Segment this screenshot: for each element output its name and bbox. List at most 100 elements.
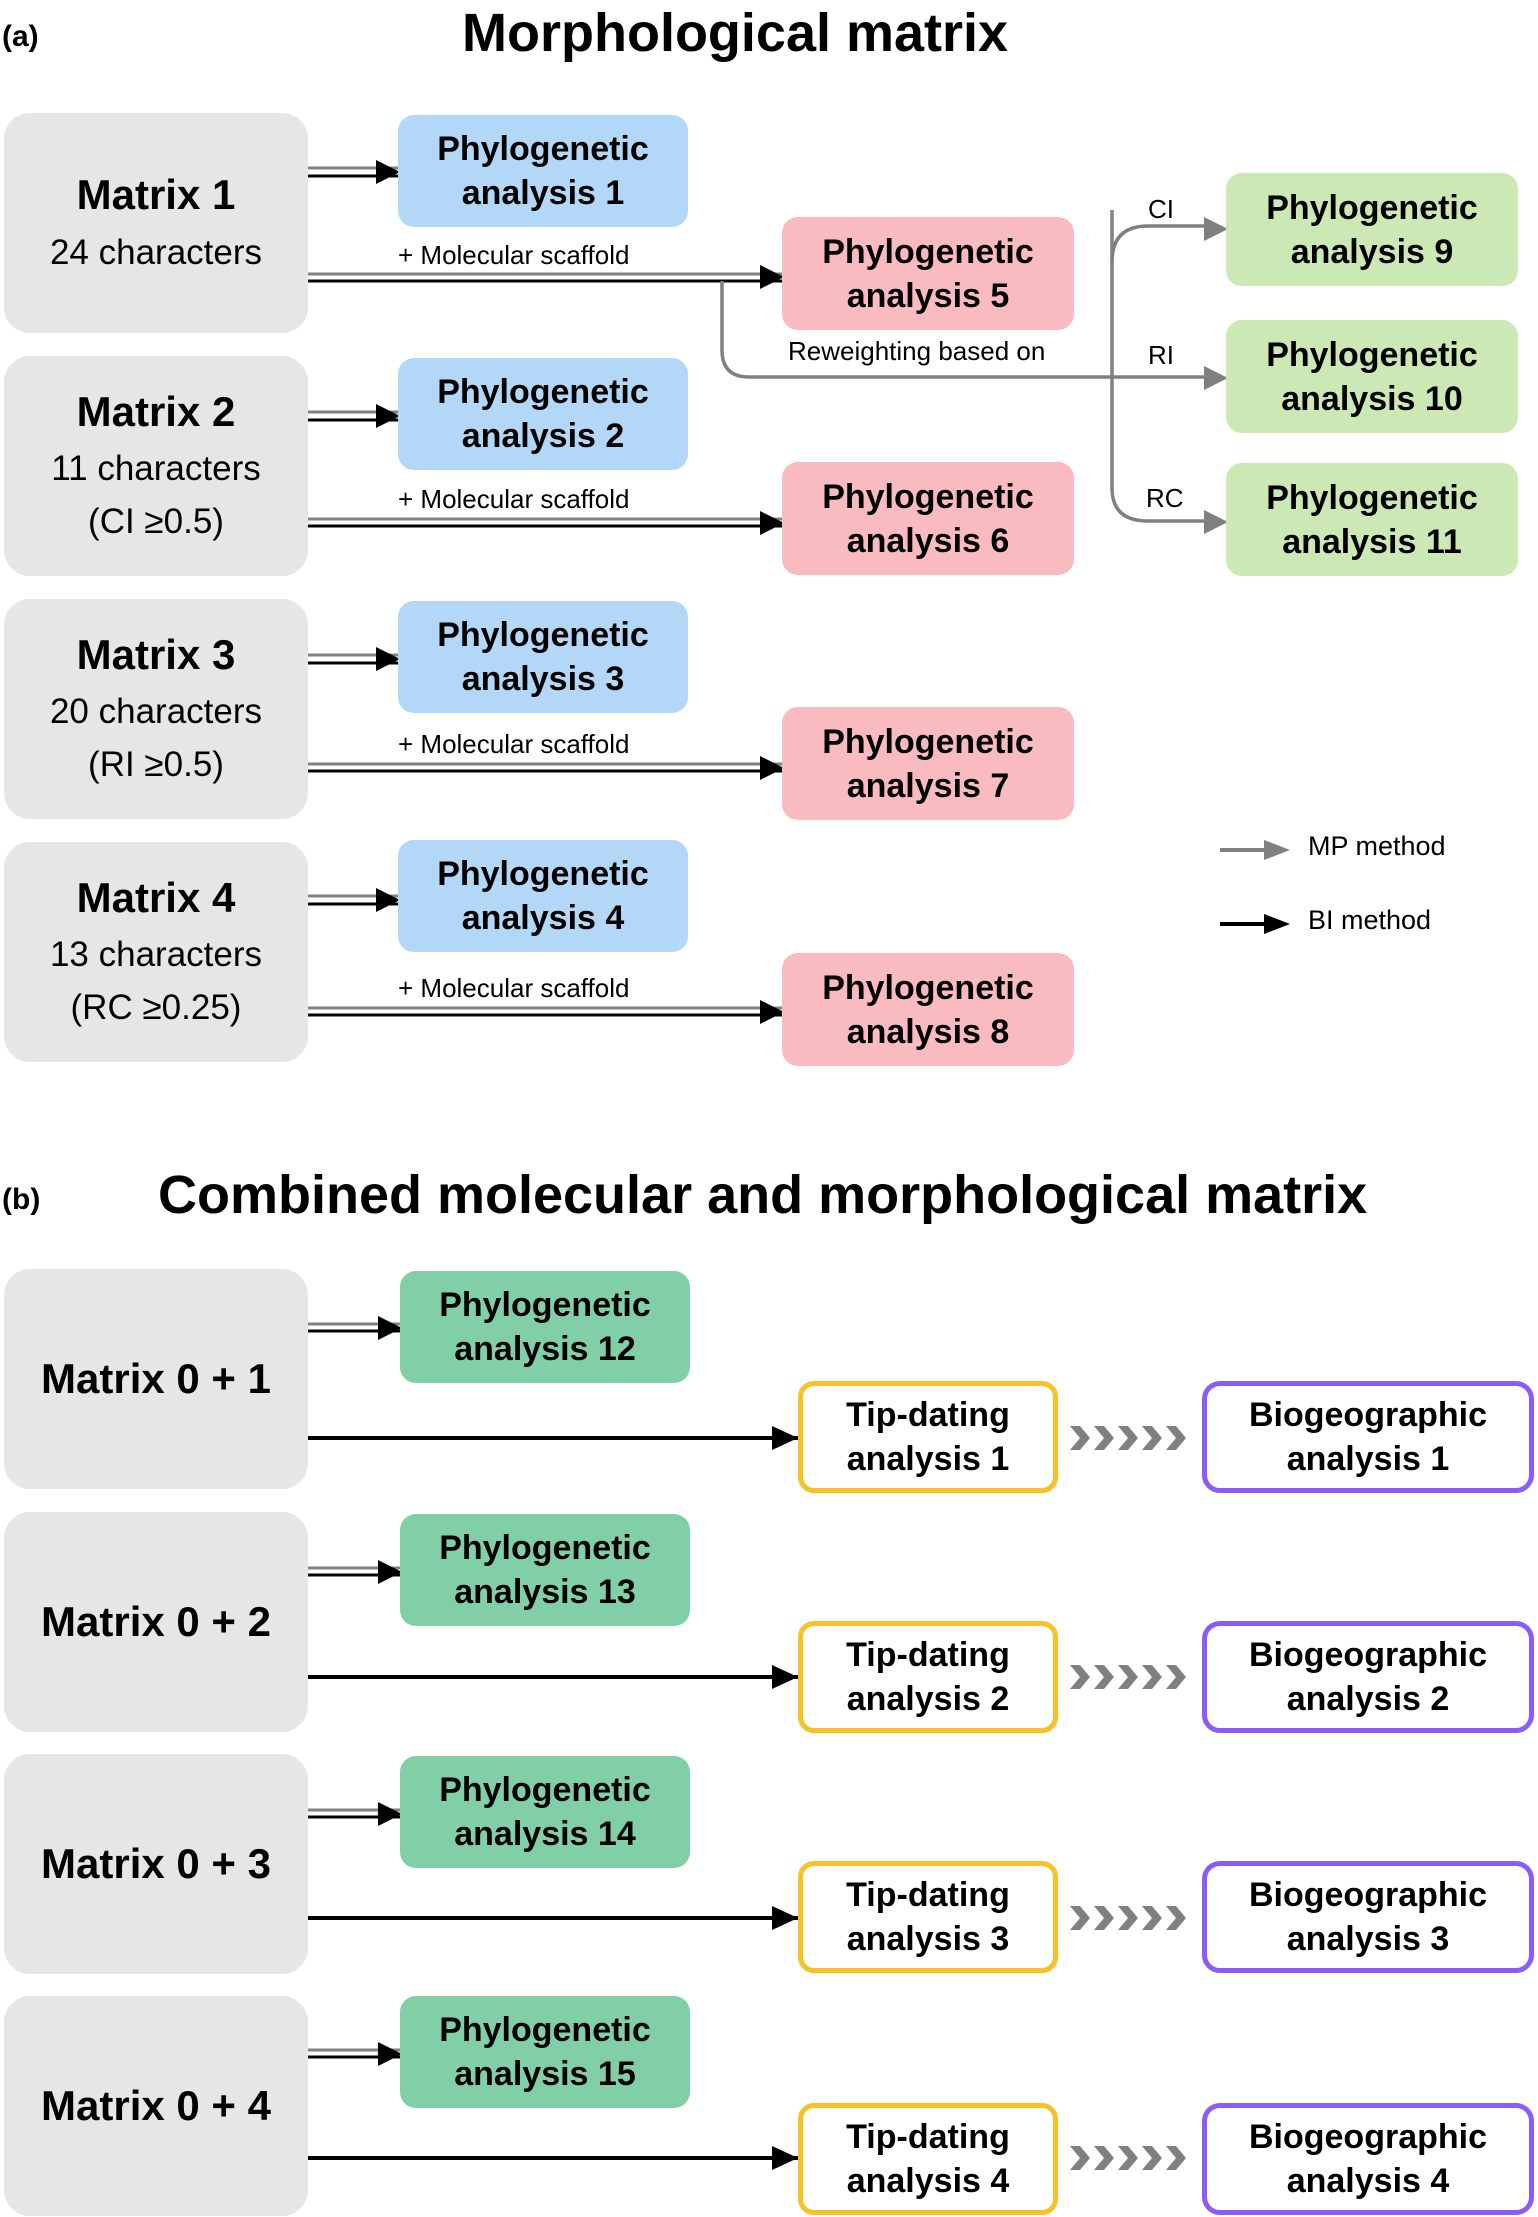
tip-dating-analysis-3: Tip-dating analysis 3 <box>798 1861 1058 1973</box>
legend-mp-label: MP method <box>1308 831 1446 861</box>
analysis-label-line2: analysis 9 <box>1290 232 1454 271</box>
scaffold-arrowhead-2 <box>760 511 784 535</box>
matrix-3-title: Matrix 3 <box>76 630 236 678</box>
analysis-label-line1: Phylogenetic <box>822 477 1034 516</box>
arrowhead-4 <box>376 888 400 912</box>
phylogenetic-analysis-11: Phylogenetic analysis 11 <box>1226 463 1518 576</box>
phylogenetic-analysis-10: Phylogenetic analysis 10 <box>1226 320 1518 433</box>
matrix-2-box: Matrix 2 11 characters (CI ≥0.5) <box>4 356 308 576</box>
analysis-label-line2: analysis 4 <box>1286 2162 1450 2200</box>
matrix-0-3-title: Matrix 0 + 3 <box>41 1839 271 1887</box>
analysis-label-line1: Phylogenetic <box>437 373 649 411</box>
phylogenetic-analysis-12: Phylogenetic analysis 12 <box>400 1271 690 1383</box>
matrix-1-box: Matrix 1 24 characters <box>4 113 308 333</box>
matrix-4-box: Matrix 4 13 characters (RC ≥0.25) <box>4 842 308 1062</box>
analysis-label-line1: Tip-dating <box>846 1636 1010 1674</box>
phylogenetic-analysis-13: Phylogenetic analysis 13 <box>400 1514 690 1626</box>
analysis-label-line2: analysis 2 <box>461 417 625 455</box>
combined-arrowhead-3 <box>378 1802 402 1826</box>
matrix-0-2-box: Matrix 0 + 2 <box>4 1512 308 1732</box>
chevron-icon <box>1142 1665 1162 1689</box>
panel-b-title: Combined molecular and morphological mat… <box>158 1165 1368 1225</box>
analysis-label-line2: analysis 12 <box>454 1330 636 1368</box>
analysis-label-line2: analysis 11 <box>1282 522 1462 561</box>
combined-arrowhead-4 <box>378 2042 402 2066</box>
reweighting-arrows <box>720 210 1228 534</box>
chevron-icon <box>1166 1665 1186 1689</box>
phylogenetic-analysis-6: Phylogenetic analysis 6 <box>782 462 1074 575</box>
analysis-label-line2: analysis 7 <box>846 766 1010 805</box>
matrix-2-title: Matrix 2 <box>76 387 236 435</box>
analysis-label-line2: analysis 2 <box>1286 1680 1450 1718</box>
scaffold-label-1: + Molecular scaffold <box>398 240 630 270</box>
scaffold-label-2: + Molecular scaffold <box>398 484 630 514</box>
chevron-icon <box>1118 1665 1138 1689</box>
chevron-icon <box>1166 1906 1186 1930</box>
phylogenetic-analysis-7: Phylogenetic analysis 7 <box>782 707 1074 820</box>
analysis-label-line1: Phylogenetic <box>439 2011 651 2049</box>
analysis-label-line2: analysis 3 <box>1286 1920 1450 1958</box>
chevron-icon <box>1070 1426 1090 1450</box>
chevron-icon <box>1118 1426 1138 1450</box>
chevron-icon <box>1094 1426 1114 1450</box>
rc-arrowhead <box>1204 510 1228 534</box>
analysis-label-line1: Phylogenetic <box>439 1771 651 1809</box>
combined-arrowhead-2 <box>378 1560 402 1584</box>
analysis-label-line1: Phylogenetic <box>822 722 1034 761</box>
biogeographic-analysis-4: Biogeographic analysis 4 <box>1202 2103 1534 2215</box>
chevron-icon <box>1094 1665 1114 1689</box>
tip-dating-arrows <box>308 1426 798 2170</box>
phylogenetic-analysis-14: Phylogenetic analysis 14 <box>400 1756 690 1868</box>
tip-dating-analysis-1: Tip-dating analysis 1 <box>798 1381 1058 1493</box>
analysis-label-line1: Phylogenetic <box>822 968 1034 1007</box>
matrix-0-1-title: Matrix 0 + 1 <box>41 1354 271 1402</box>
analysis-label-line1: Phylogenetic <box>437 616 649 654</box>
combined-morph-arrows <box>308 1316 402 2066</box>
phylogenetic-analysis-8: Phylogenetic analysis 8 <box>782 953 1074 1066</box>
matrix-3-characters: 20 characters <box>49 691 263 731</box>
analysis-label-line2: analysis 2 <box>846 1680 1010 1718</box>
analysis-label-line1: Phylogenetic <box>437 130 649 168</box>
analysis-label-line1: Phylogenetic <box>439 1529 651 1567</box>
scaffold-label-4: + Molecular scaffold <box>398 973 630 1003</box>
phylogenetic-analysis-4: Phylogenetic analysis 4 <box>398 840 688 952</box>
analysis-label-line2: analysis 15 <box>454 2055 636 2093</box>
analysis-label-line2: analysis 3 <box>461 660 625 698</box>
chevron-connectors <box>1070 1426 1186 2170</box>
legend-bi-label: BI method <box>1308 905 1432 935</box>
biogeographic-analysis-1: Biogeographic analysis 1 <box>1202 1381 1534 1493</box>
biogeographic-analysis-3: Biogeographic analysis 3 <box>1202 1861 1534 1973</box>
analysis-label-line1: Phylogenetic <box>437 855 649 893</box>
chevron-icon <box>1094 1906 1114 1930</box>
analysis-label-line1: Tip-dating <box>846 1396 1010 1434</box>
panel-a-label: (a) <box>2 20 39 53</box>
tip-dating-analysis-4: Tip-dating analysis 4 <box>798 2103 1058 2215</box>
reweighting-main-line <box>720 281 1206 379</box>
matrix-4-filter: (RC ≥0.25) <box>70 988 242 1028</box>
analysis-label-line1: Biogeographic <box>1248 2118 1488 2156</box>
tip-arrowhead-3 <box>772 1906 798 1930</box>
legend-arrows <box>1220 840 1290 934</box>
chevron-icon <box>1142 1906 1162 1930</box>
analysis-label-line2: analysis 13 <box>454 1573 636 1611</box>
legend-bi-arrowhead <box>1264 914 1290 934</box>
ci-label: CI <box>1148 194 1174 224</box>
combined-arrowhead-1 <box>378 1316 402 1340</box>
phylogenetic-analysis-2: Phylogenetic analysis 2 <box>398 358 688 470</box>
analysis-label-line2: analysis 1 <box>461 174 625 212</box>
matrix-1-title: Matrix 1 <box>76 171 236 219</box>
rc-branch <box>1110 487 1206 523</box>
matrix-0-3-box: Matrix 0 + 3 <box>4 1754 308 1974</box>
arrowhead-2 <box>376 404 400 428</box>
chevron-icon <box>1094 2146 1114 2170</box>
analysis-label-line2: analysis 1 <box>846 1440 1010 1478</box>
matrix-0-1-box: Matrix 0 + 1 <box>4 1269 308 1489</box>
analysis-label-line1: Tip-dating <box>846 2118 1010 2156</box>
analysis-label-line2: analysis 1 <box>1286 1440 1450 1478</box>
ci-arrowhead <box>1204 217 1228 241</box>
analysis-label-line1: Biogeographic <box>1248 1636 1488 1674</box>
phylogenetic-analysis-3: Phylogenetic analysis 3 <box>398 601 688 713</box>
matrix-2-characters: 11 characters <box>51 448 261 488</box>
analysis-label-line1: Biogeographic <box>1248 1396 1488 1434</box>
